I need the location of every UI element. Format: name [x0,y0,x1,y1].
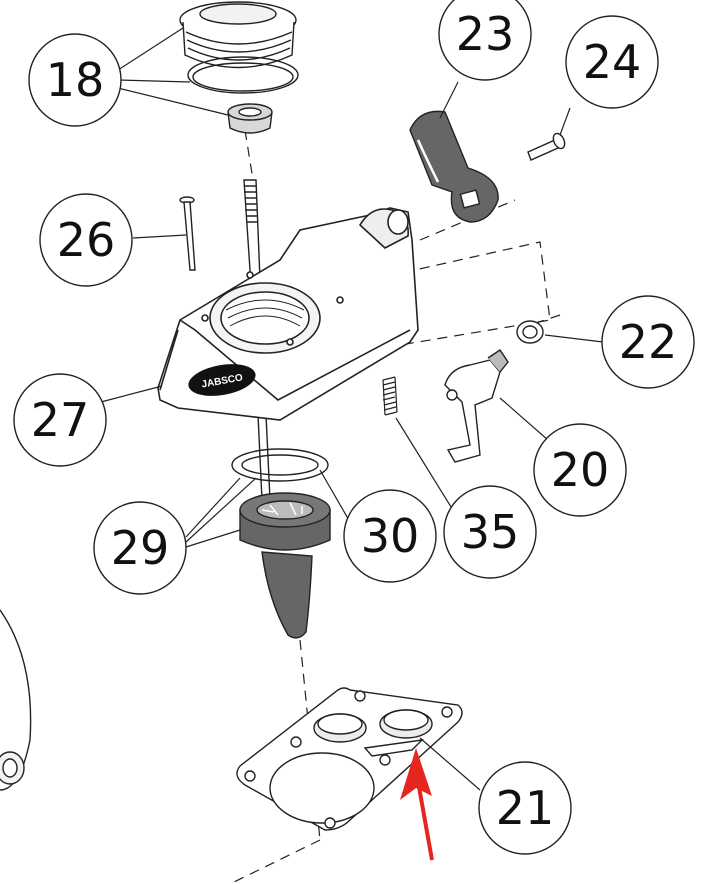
callout-22: 22 [601,295,695,389]
part-23-lever [409,110,499,223]
callout-23: 23 [438,0,532,81]
callout-20: 20 [533,423,627,517]
svg-text:20: 20 [551,443,610,497]
callout-26: 26 [39,193,133,287]
callout-35: 35 [443,485,537,579]
part-35-spring [382,376,398,416]
svg-text:26: 26 [57,213,116,267]
red-highlight-arrow [400,748,434,861]
svg-text:27: 27 [31,393,90,447]
svg-text:23: 23 [456,7,515,61]
callout-29: 29 [93,501,187,595]
svg-text:30: 30 [361,509,420,563]
callout-21: 21 [478,761,572,855]
part-18-cap-assembly [179,1,299,134]
svg-text:22: 22 [619,315,678,369]
callout-27: 27 [13,373,107,467]
part-21-gasket [236,687,463,831]
bowl-edge-partial [0,609,32,791]
part-24-screw [527,132,566,161]
svg-text:21: 21 [496,781,555,835]
part-29-piston [239,492,331,639]
callout-24: 24 [565,15,659,109]
part-26-pin [179,196,196,271]
svg-text:29: 29 [111,521,170,575]
part-30-o-ring [231,448,329,482]
svg-text:35: 35 [461,505,520,559]
jabsco-logo: JABSCO [188,364,256,396]
callout-30: 30 [343,489,437,583]
svg-text:18: 18 [46,53,105,107]
svg-text:24: 24 [583,35,642,89]
callout-18: 18 [28,33,122,127]
leader-lines [100,27,604,791]
part-22-washer [516,320,544,344]
part-20-cam [444,349,509,463]
